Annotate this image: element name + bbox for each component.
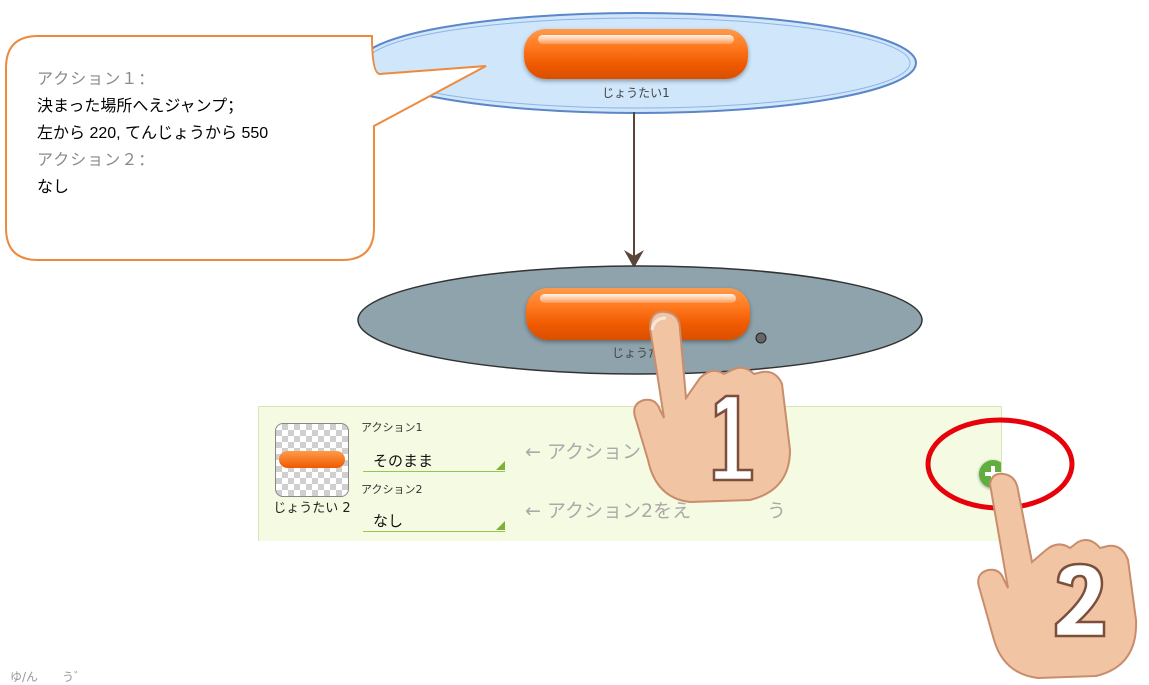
callout-action1-title: アクション１： — [37, 71, 156, 88]
hand-pointer-1-icon: 1 — [633, 310, 792, 504]
state2-label: じょうた — [611, 346, 660, 360]
state1-label: じょうたい1 — [602, 86, 670, 100]
action2-hint-tail: う — [767, 500, 787, 522]
action2-select[interactable]: なし — [363, 507, 505, 532]
callout-action2-title: アクション２： — [37, 152, 156, 169]
thumbnail-pill-image — [279, 451, 345, 468]
action1-value: そのまま — [373, 452, 434, 470]
action2-hint: ← アクション2をえ — [525, 500, 692, 522]
callout-content: アクション１： 決まった場所へえジャンプ； 左から 220, てんじょうから 5… — [37, 66, 268, 201]
node-cursor-icon — [755, 332, 767, 344]
plus-icon — [985, 466, 1001, 482]
callout-action1-line2: 左から 220, てんじょうから 550 — [37, 125, 269, 142]
transition-arrowhead — [624, 250, 644, 268]
action1-title: アクション1 — [361, 421, 423, 434]
callout-bubble — [5, 35, 487, 261]
callout-action2-value: なし — [37, 179, 70, 196]
callout-action1-line1: 決まった場所へえジャンプ； — [37, 98, 244, 115]
state-thumbnail[interactable] — [275, 423, 349, 497]
thumbnail-label: じょうたい 2 — [273, 501, 351, 516]
state1-button[interactable] — [524, 29, 748, 79]
state-action-panel: じょうたい 2 アクション1 そのまま アクション2 なし ← アクション ← … — [258, 406, 1002, 541]
hand-pointer-2-icon: 2 — [977, 472, 1138, 680]
footer-text: ゆ/ん う゛ — [10, 670, 87, 684]
action1-hint: ← アクション — [525, 441, 642, 463]
dropdown-corner-icon — [496, 521, 505, 530]
action1-select[interactable]: そのまま — [363, 447, 505, 472]
dropdown-corner-icon — [496, 461, 505, 470]
action2-value: なし — [373, 512, 404, 530]
state2-button[interactable] — [526, 288, 750, 340]
action2-title: アクション2 — [361, 483, 423, 496]
